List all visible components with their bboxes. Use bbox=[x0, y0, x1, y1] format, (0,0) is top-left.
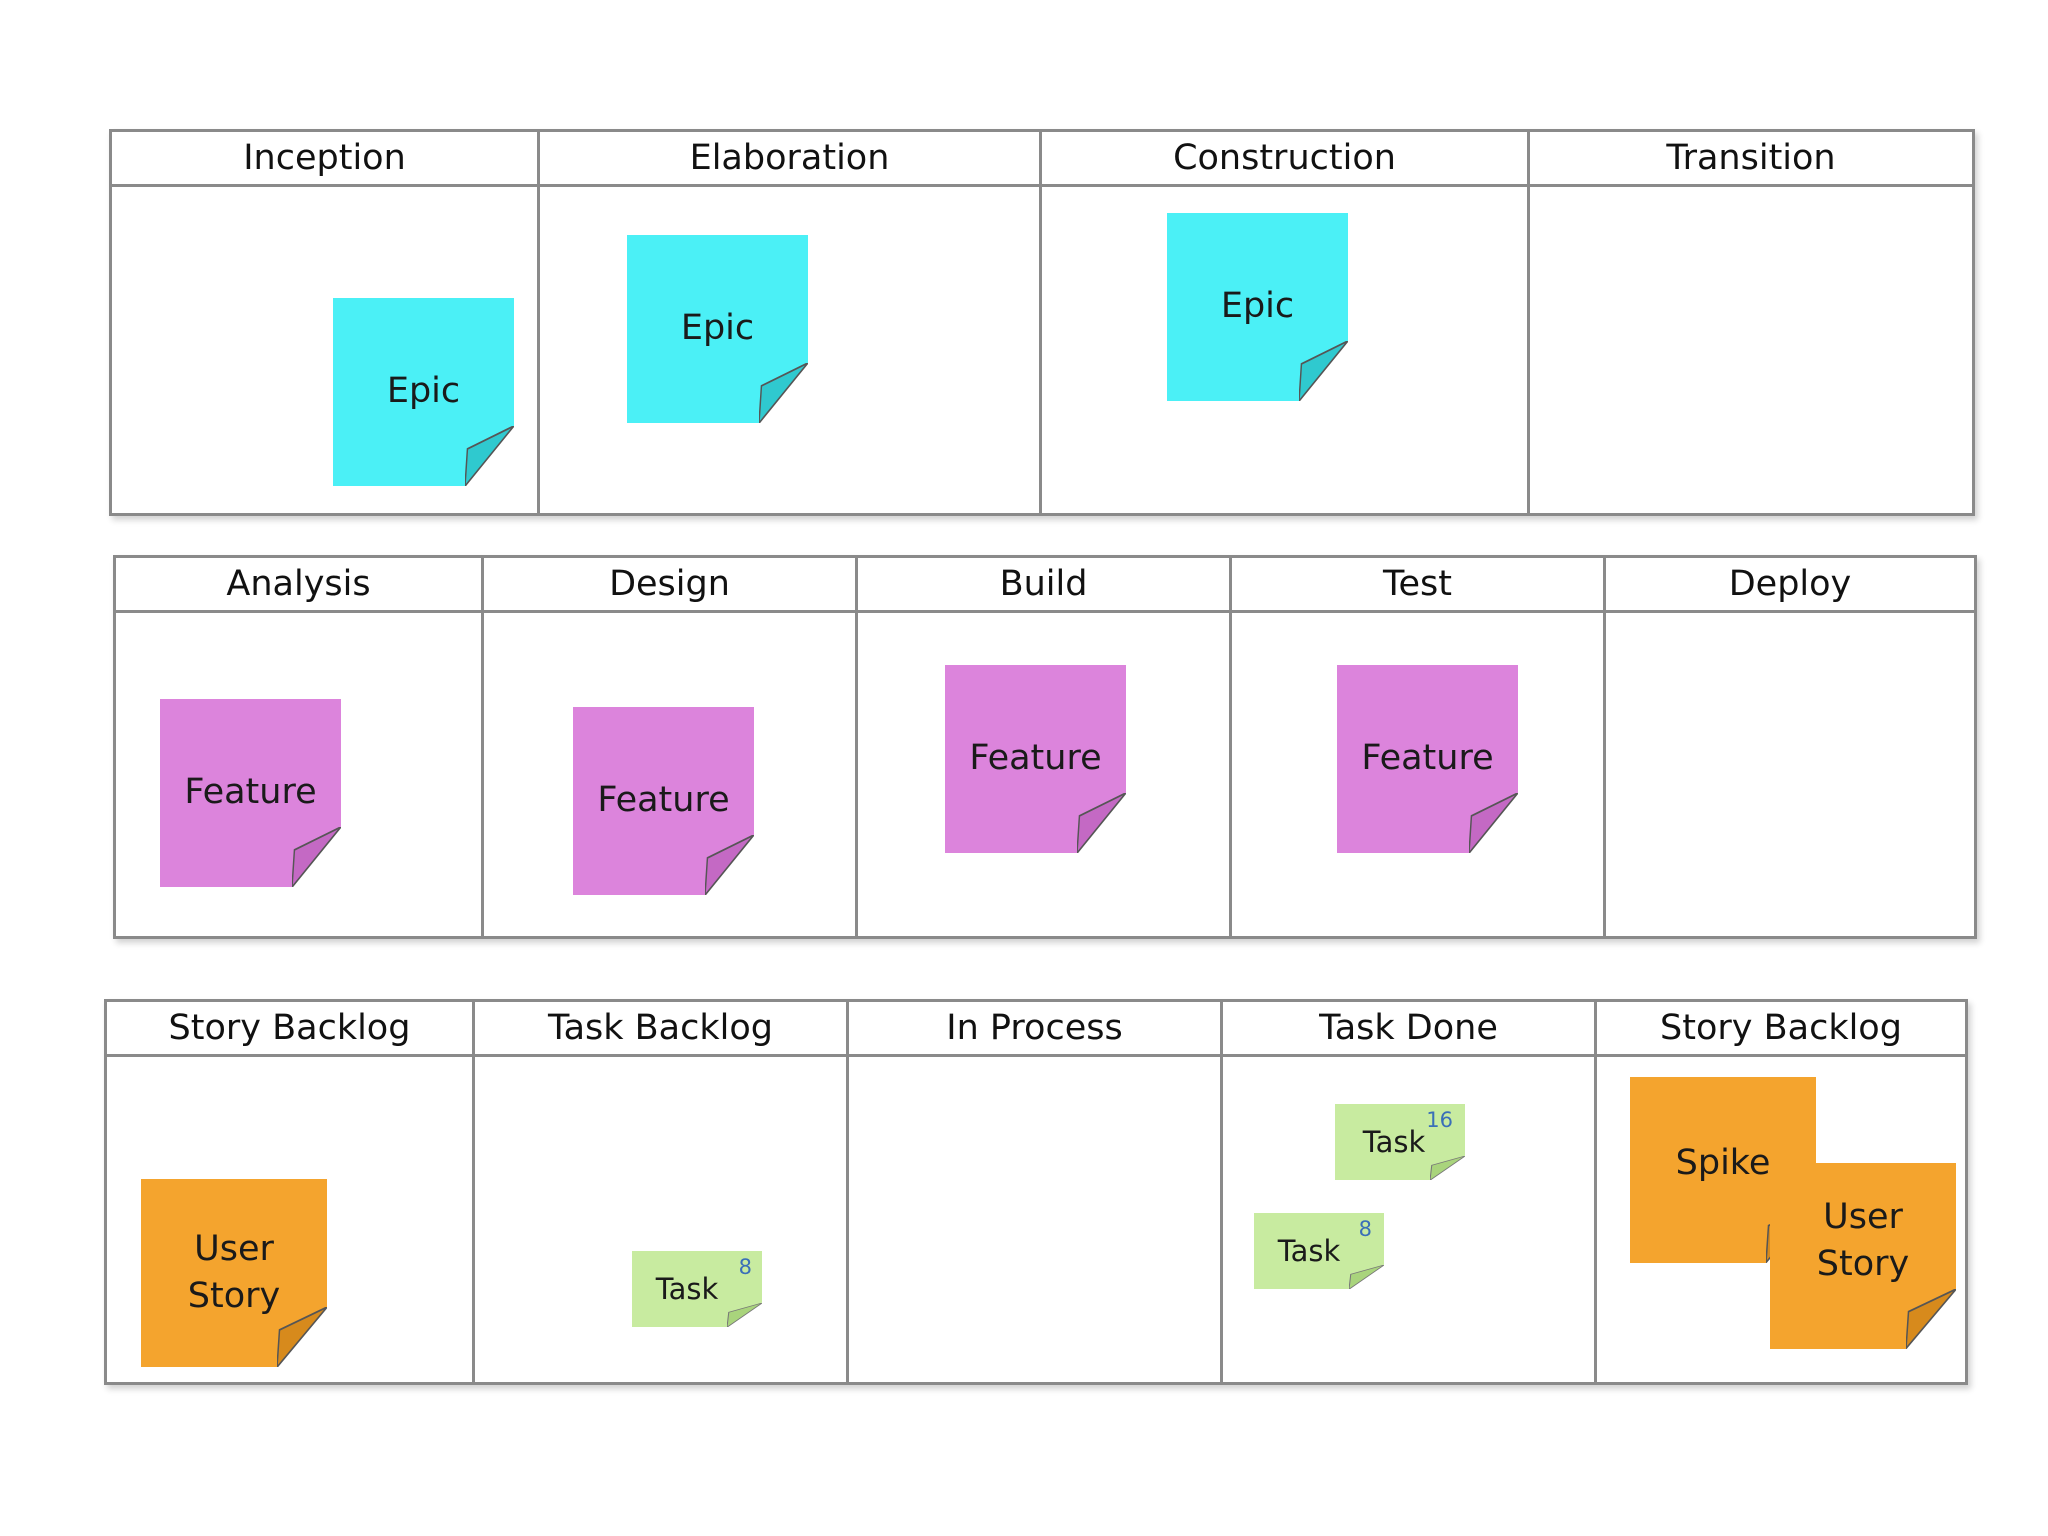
task-note-label: Task bbox=[1277, 1234, 1341, 1268]
page-curl-icon bbox=[1077, 792, 1126, 853]
column-header-task-done: Task Done bbox=[1319, 1008, 1498, 1048]
column-header-construction: Construction bbox=[1173, 138, 1396, 178]
column-divider bbox=[1220, 1002, 1223, 1382]
task-note-label: Task bbox=[655, 1272, 719, 1306]
epic-note-label: Epic bbox=[1220, 286, 1295, 327]
board-header bbox=[112, 132, 1972, 187]
user-story-note-label: User Story bbox=[188, 1226, 280, 1321]
column-divider bbox=[1603, 558, 1606, 936]
column-divider bbox=[846, 1002, 849, 1382]
epic-note[interactable]: Epic bbox=[333, 298, 514, 486]
feature-note-label: Feature bbox=[184, 772, 317, 813]
feature-note-label: Feature bbox=[969, 738, 1102, 779]
note-label-line: User bbox=[194, 1228, 274, 1269]
page-curl-icon bbox=[759, 362, 808, 423]
column-divider bbox=[1594, 1002, 1597, 1382]
page-curl-icon bbox=[276, 1306, 327, 1367]
column-header-design: Design bbox=[609, 564, 730, 604]
column-header-deploy: Deploy bbox=[1728, 564, 1852, 604]
column-divider bbox=[472, 1002, 475, 1382]
column-header-test: Test bbox=[1383, 564, 1452, 604]
feature-note[interactable]: Feature bbox=[1337, 665, 1518, 853]
column-divider bbox=[537, 132, 540, 513]
board-header bbox=[116, 558, 1974, 613]
task-points: 16 bbox=[1426, 1108, 1453, 1132]
feature-note[interactable]: Feature bbox=[573, 707, 754, 895]
feature-note-body: Feature bbox=[1337, 665, 1518, 853]
spike-note-label: Spike bbox=[1675, 1143, 1771, 1184]
feature-note[interactable]: Feature bbox=[945, 665, 1126, 853]
task-note-label: Task bbox=[1362, 1125, 1426, 1159]
column-divider bbox=[1039, 132, 1042, 513]
column-header-elaboration: Elaboration bbox=[689, 138, 890, 178]
task-points: 8 bbox=[738, 1255, 752, 1279]
column-header-story-backlog: Story Backlog bbox=[168, 1008, 411, 1048]
feature-note-label: Feature bbox=[1361, 738, 1494, 779]
column-divider bbox=[1527, 132, 1530, 513]
page-curl-icon bbox=[1469, 792, 1518, 853]
column-divider bbox=[1229, 558, 1232, 936]
column-header-build: Build bbox=[999, 564, 1088, 604]
page-curl-icon bbox=[705, 834, 754, 895]
column-divider bbox=[855, 558, 858, 936]
user-story-note-body: User Story bbox=[1770, 1163, 1956, 1349]
column-header-analysis: Analysis bbox=[226, 564, 371, 604]
column-divider bbox=[481, 558, 484, 936]
note-label-line: User bbox=[1823, 1196, 1903, 1237]
page-curl-icon bbox=[726, 1302, 762, 1327]
user-story-note-label: User Story bbox=[1817, 1194, 1909, 1289]
user-story-note[interactable]: User Story bbox=[141, 1179, 327, 1367]
task-note[interactable]: Task 8 bbox=[1254, 1213, 1384, 1289]
epic-note[interactable]: Epic bbox=[1167, 213, 1348, 401]
page-curl-icon bbox=[1429, 1155, 1465, 1180]
epic-note-label: Epic bbox=[680, 308, 755, 349]
board-header bbox=[107, 1002, 1965, 1057]
task-note[interactable]: Task 16 bbox=[1335, 1104, 1465, 1180]
page-curl-icon bbox=[292, 826, 341, 887]
page-curl-icon bbox=[1348, 1264, 1384, 1289]
column-header-inception: Inception bbox=[243, 138, 406, 178]
epic-note[interactable]: Epic bbox=[627, 235, 808, 423]
column-header-transition: Transition bbox=[1666, 138, 1836, 178]
page-curl-icon bbox=[1299, 340, 1348, 401]
epic-note-label: Epic bbox=[386, 371, 461, 412]
note-label-line: Story bbox=[187, 1276, 281, 1316]
column-header-task-backlog: Task Backlog bbox=[548, 1008, 773, 1048]
page-curl-icon bbox=[465, 425, 514, 486]
column-header-story-backlog-2: Story Backlog bbox=[1660, 1008, 1902, 1048]
user-story-note[interactable]: User Story bbox=[1770, 1163, 1956, 1349]
task-points: 8 bbox=[1358, 1217, 1372, 1241]
feature-note[interactable]: Feature bbox=[160, 699, 341, 887]
column-header-in-process: In Process bbox=[946, 1008, 1123, 1048]
feature-note-label: Feature bbox=[597, 780, 730, 821]
page-curl-icon bbox=[1905, 1289, 1956, 1349]
note-label-line: Story bbox=[1816, 1244, 1910, 1284]
task-note[interactable]: Task 8 bbox=[632, 1251, 762, 1327]
